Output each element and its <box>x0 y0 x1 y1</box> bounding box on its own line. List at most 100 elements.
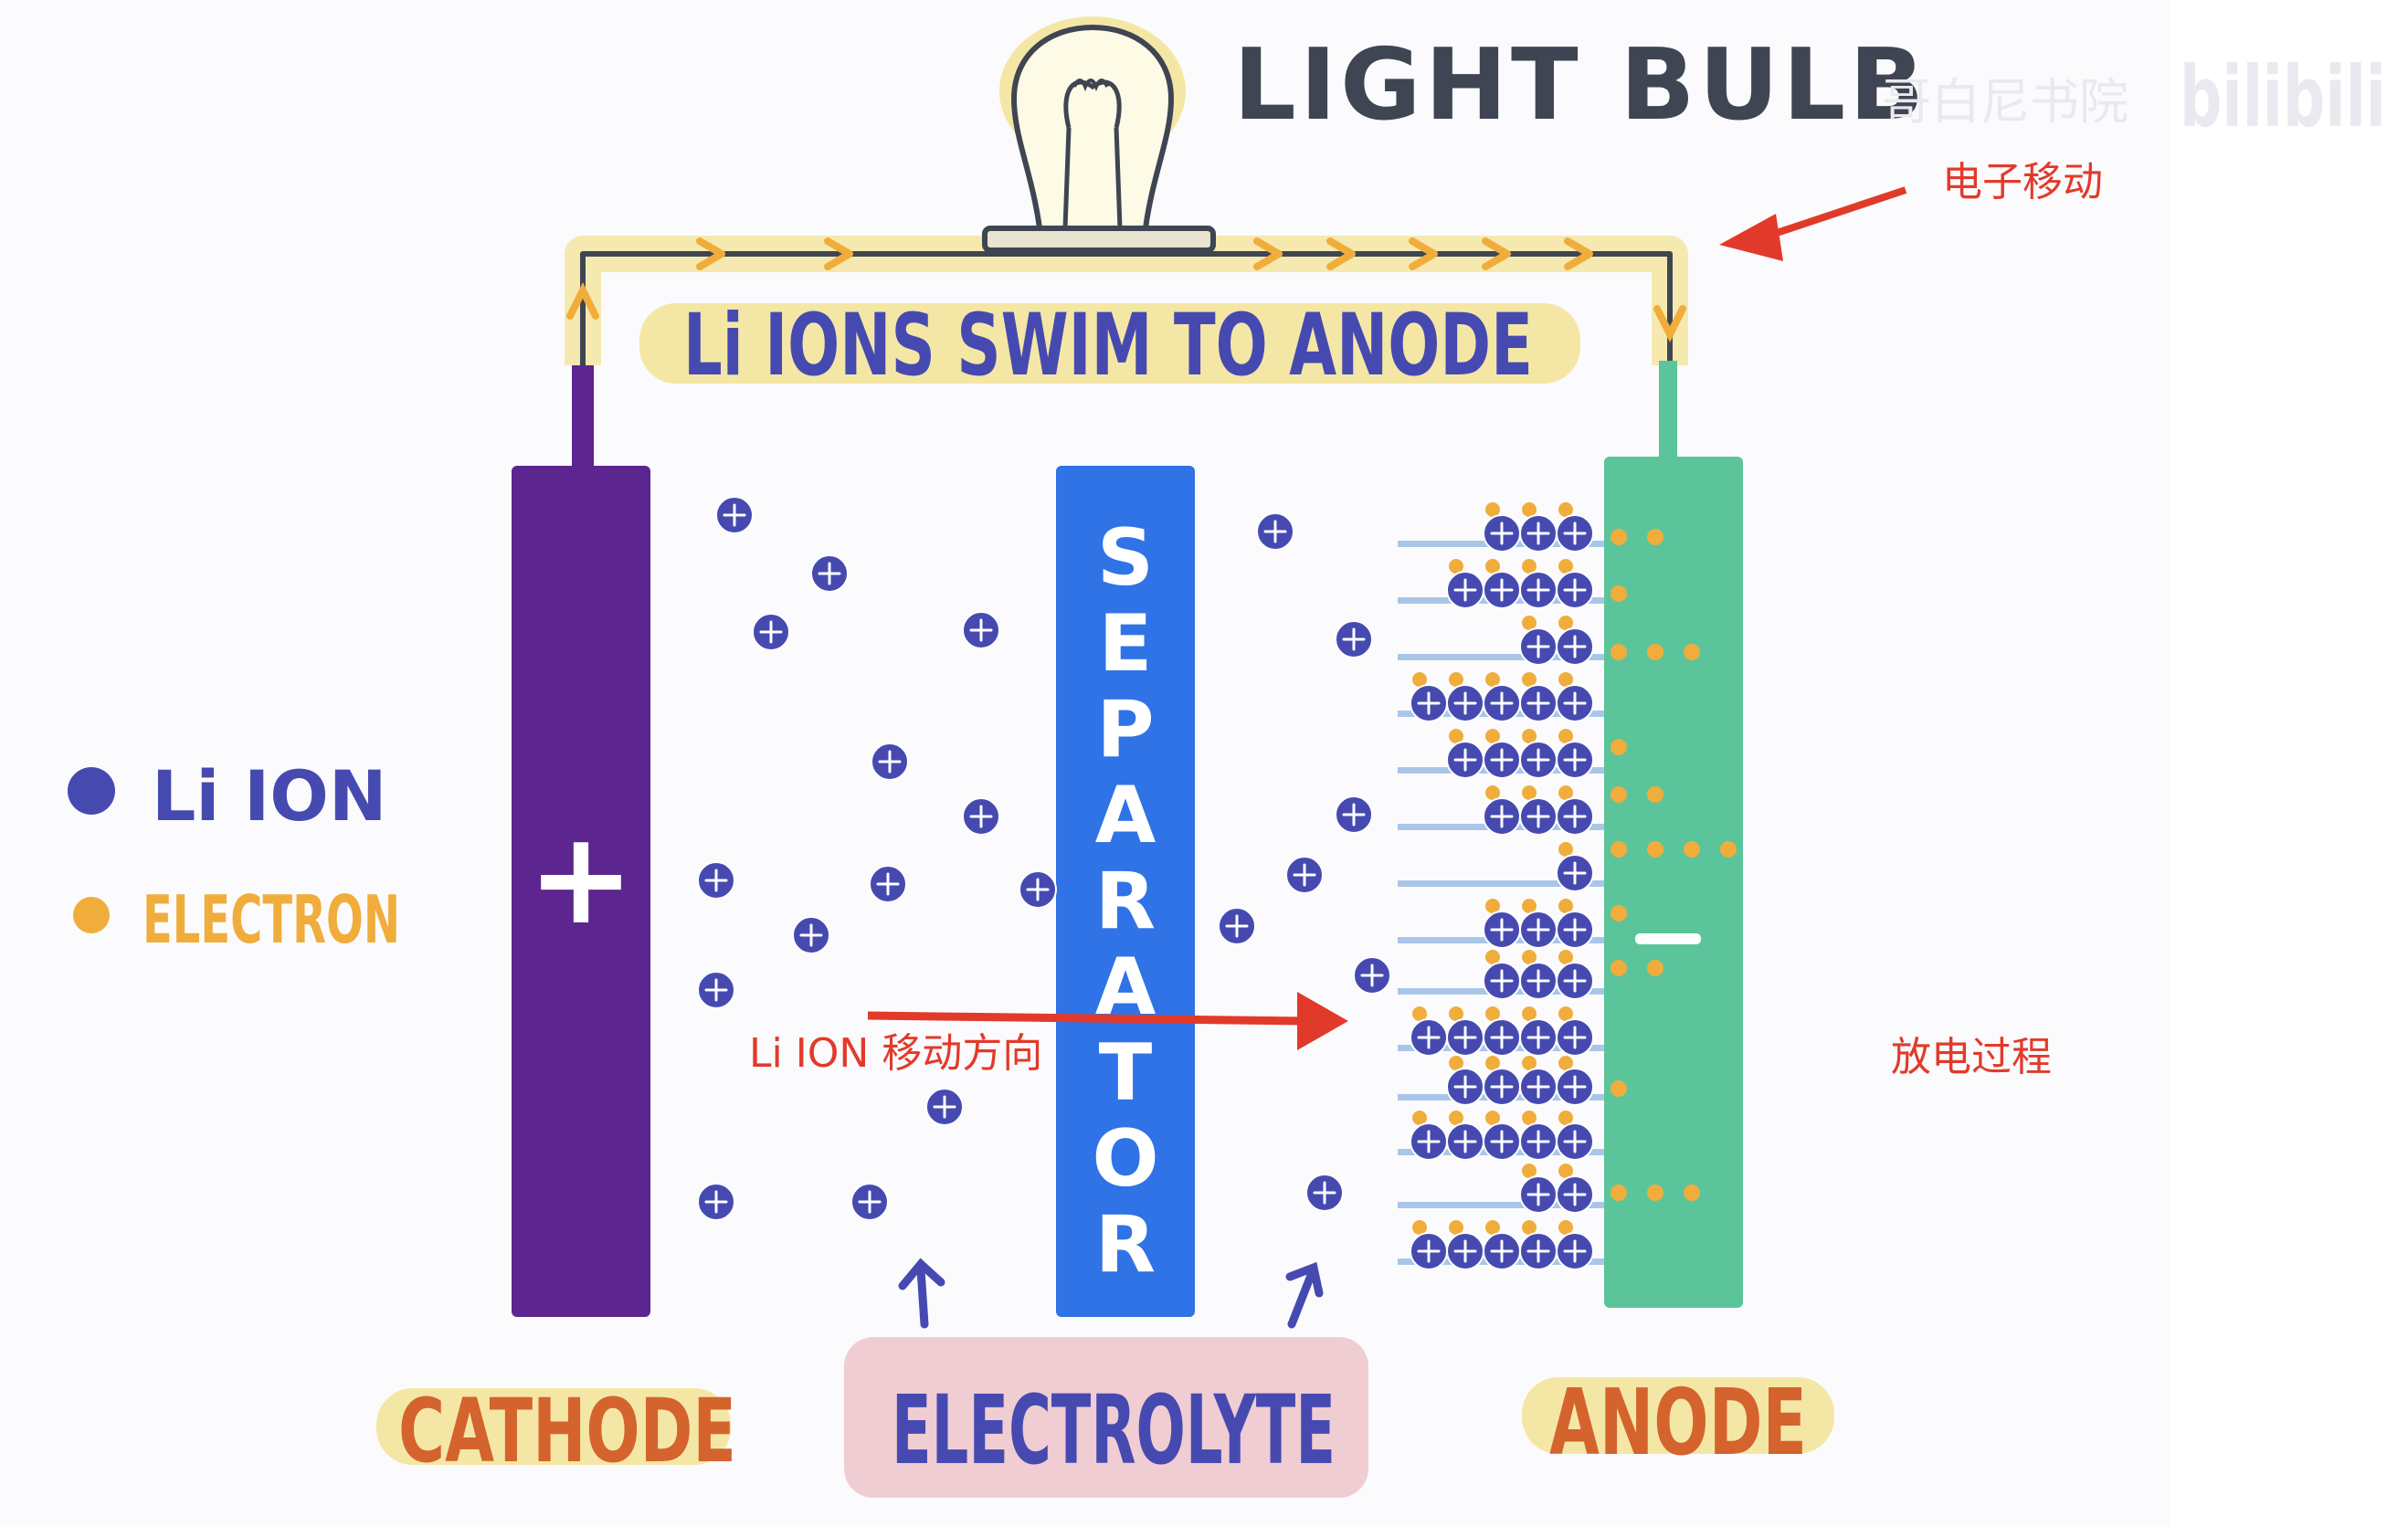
li-ion-icon <box>1556 627 1594 666</box>
electrolyte-arrow-left-icon <box>898 1258 945 1329</box>
li-ion-icon <box>1556 1068 1594 1106</box>
electrolyte-label: ELECTROLYTE <box>892 1374 1336 1486</box>
electron-dot <box>1558 1056 1573 1070</box>
electron-dot <box>1485 1220 1500 1235</box>
anode-label-highlight <box>1522 1377 1834 1454</box>
electron-dot <box>1412 1111 1427 1125</box>
electron-dot <box>1522 1056 1537 1070</box>
li-ion-icon <box>1519 514 1558 553</box>
electron-dot <box>1558 502 1573 517</box>
li-ion-icon <box>1483 514 1521 553</box>
electron-dot <box>1611 841 1627 858</box>
anode-sheet <box>1398 654 1604 660</box>
li-ion-icon <box>1410 1232 1448 1270</box>
electron-dot <box>1558 672 1573 687</box>
electron-dot <box>1485 1006 1500 1021</box>
watermark-text: 哥白尼书院 <box>1882 73 2128 131</box>
li-ion-icon <box>1519 797 1558 836</box>
cathode-terminal <box>572 365 594 470</box>
electron-dot <box>1522 785 1537 800</box>
li-ion-icon <box>1519 1232 1558 1270</box>
wire-arrow-icon <box>824 237 853 270</box>
electron-dot <box>1449 1006 1463 1021</box>
electron-dot <box>1522 502 1537 517</box>
electron-dot <box>1522 1220 1537 1235</box>
li-ion-icon <box>1556 797 1594 836</box>
li-ion-icon <box>1519 684 1558 722</box>
anode-terminal <box>1659 361 1677 461</box>
free-li-ions <box>697 496 1391 1221</box>
anode-sheet <box>1398 880 1604 887</box>
electron-dot <box>1485 785 1500 800</box>
li-ion-icon <box>1019 870 1057 909</box>
electron-dot <box>1522 1111 1537 1125</box>
electron-dot <box>1522 616 1537 630</box>
cathode-electrode <box>512 466 650 1317</box>
li-ion-icon <box>715 496 754 534</box>
li-ion-icon <box>871 742 909 781</box>
electron-dot <box>1684 841 1700 858</box>
li-ion-icon <box>1519 1175 1558 1214</box>
li-ion-icon <box>850 1183 889 1221</box>
light-bulb-label: LIGHT BULB <box>1233 28 1927 142</box>
electron-dot <box>1449 1111 1463 1125</box>
electron-dot <box>1558 1220 1573 1235</box>
watermark-logo: bilibili <box>2180 48 2386 146</box>
li-ion-icon <box>1556 571 1594 609</box>
li-ion-icon <box>1446 571 1484 609</box>
li-ion-icon <box>1519 1018 1558 1057</box>
electron-flow-arrow-icon <box>1719 214 1783 261</box>
li-ion-direction-arrow-shaft <box>867 1011 1307 1026</box>
li-ion-icon <box>1483 911 1521 949</box>
li-ion-icon <box>1483 1018 1521 1057</box>
li-ion-icon <box>1556 1175 1594 1214</box>
wire-arrow-icon <box>1564 237 1593 270</box>
li-ion-icon <box>962 611 1000 649</box>
electron-flow-arrow-shaft <box>1761 186 1907 241</box>
li-ion-icon <box>1556 684 1594 722</box>
wire-arrow-icon <box>1326 237 1356 270</box>
anode-minus-icon <box>1635 933 1701 944</box>
electrolyte-arrow-right-icon <box>1285 1261 1324 1329</box>
cathode-label: CATHODE <box>398 1380 736 1482</box>
li-ion-icon <box>1353 956 1391 995</box>
li-ion-icon <box>1218 907 1256 945</box>
electron-dot <box>1647 1185 1663 1201</box>
electron-dot <box>1522 672 1537 687</box>
li-ion-icon <box>697 1183 735 1221</box>
wire-arrow-icon <box>1409 237 1438 270</box>
electron-dot <box>1558 559 1573 574</box>
separator <box>1056 466 1195 1317</box>
electron-dot <box>1611 644 1627 660</box>
li-ion-icon <box>752 613 790 651</box>
legend-li-ion-dot <box>68 767 115 815</box>
li-ion-icon <box>1483 1232 1521 1270</box>
electron-dot <box>1558 1164 1573 1178</box>
electron-dot <box>1485 672 1500 687</box>
anode-ion-stacks <box>1398 502 1604 1270</box>
li-ions-swim-label: Li IONS SWIM TO ANODE <box>683 296 1533 395</box>
li-ion-icon <box>1519 1122 1558 1161</box>
li-ion-icon <box>1556 911 1594 949</box>
electron-dot <box>1449 672 1463 687</box>
li-ion-icon <box>1446 1122 1484 1161</box>
electron-dot <box>1558 1006 1573 1021</box>
electron-dot <box>1611 1080 1627 1097</box>
electron-dot <box>1412 672 1427 687</box>
electron-dot <box>1611 905 1627 921</box>
electron-dot <box>1558 785 1573 800</box>
electron-dot <box>1611 585 1627 602</box>
wire-arrow-up-icon <box>566 282 599 320</box>
li-ion-icon <box>1556 1232 1594 1270</box>
electron-flow-annotation: 电子移动 <box>1942 159 2103 205</box>
legend-electron-label: ELECTRON <box>143 881 400 958</box>
li-ion-icon <box>1410 1122 1448 1161</box>
electron-dot <box>1558 950 1573 964</box>
li-ion-icon <box>1483 684 1521 722</box>
li-ion-icon <box>1519 741 1558 779</box>
li-ion-icon <box>1335 795 1373 834</box>
electron-dot <box>1522 899 1537 913</box>
electron-dot <box>1647 644 1663 660</box>
